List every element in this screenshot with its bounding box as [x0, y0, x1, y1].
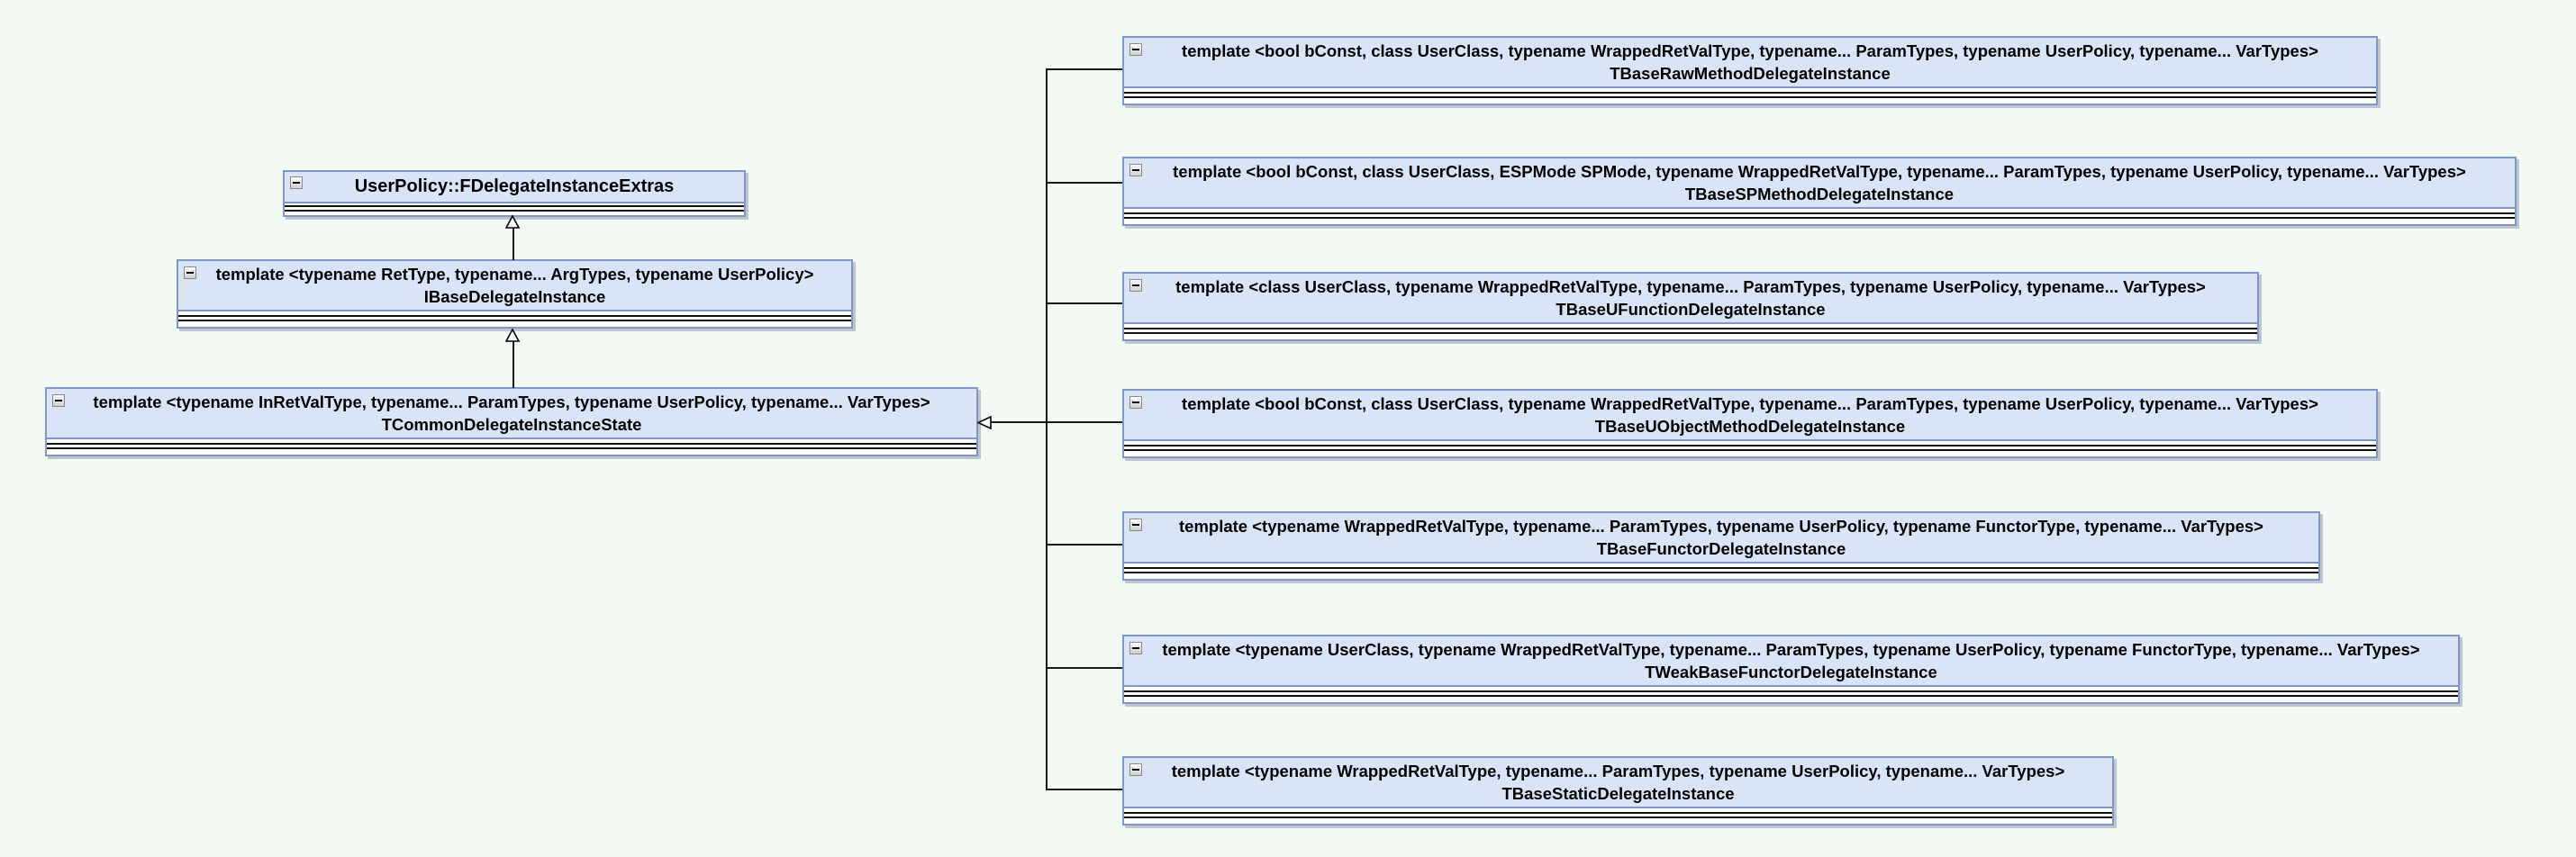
- minus-glyph: [1132, 524, 1139, 526]
- compartment-divider: [1124, 690, 2458, 697]
- edge-line-tcommon-to-ibase: [512, 341, 514, 388]
- collapse-minus-icon[interactable]: [52, 394, 65, 407]
- collapse-minus-icon[interactable]: [1129, 164, 1142, 176]
- minus-glyph: [293, 182, 300, 184]
- minus-glyph: [1132, 284, 1139, 286]
- minus-glyph: [1132, 49, 1139, 50]
- class-name: TCommonDelegateInstanceState: [381, 415, 642, 434]
- edge-stub-rawmethod: [1046, 68, 1122, 70]
- class-name: TBaseFunctorDelegateInstance: [1596, 539, 1846, 558]
- minus-glyph: [1132, 169, 1139, 171]
- compartment-divider: [1124, 92, 2376, 98]
- minus-glyph: [1132, 401, 1139, 403]
- compartment-divider: [1124, 445, 2376, 451]
- class-node-tbasespmethoddelegateinstance[interactable]: template <bool bConst, class UserClass, …: [1122, 157, 2517, 226]
- template-params: template <typename RetType, typename... …: [215, 265, 814, 284]
- compartment-divider: [178, 315, 851, 321]
- collapse-minus-icon[interactable]: [1129, 396, 1142, 409]
- class-name: TBaseUObjectMethodDelegateInstance: [1594, 417, 1906, 436]
- inheritance-arrowhead-up: [505, 329, 520, 342]
- empty-members-compartment: [47, 438, 976, 455]
- class-name: TBaseSPMethodDelegateInstance: [1684, 185, 1955, 203]
- class-node-tbasestaticdelegateinstance[interactable]: template <typename WrappedRetValType, ty…: [1122, 756, 2114, 825]
- collapse-minus-icon[interactable]: [1129, 642, 1142, 654]
- minus-glyph: [186, 272, 194, 274]
- compartment-divider: [47, 443, 976, 449]
- template-params: template <bool bConst, class UserClass, …: [1173, 162, 2466, 181]
- collapse-minus-icon[interactable]: [184, 266, 196, 279]
- class-node-fdelegateinstanceextras[interactable]: UserPolicy::FDelegateInstanceExtras: [283, 170, 746, 217]
- class-node-tcommondelegateinstancestate[interactable]: template <typename InRetValType, typenam…: [45, 387, 978, 456]
- class-name: TWeakBaseFunctorDelegateInstance: [1645, 663, 1937, 681]
- class-name: IBaseDelegateInstance: [423, 287, 606, 306]
- compartment-divider: [285, 205, 744, 212]
- minus-glyph: [1132, 769, 1139, 771]
- template-params: template <bool bConst, class UserClass, …: [1182, 41, 2318, 60]
- collapse-minus-icon[interactable]: [1129, 763, 1142, 776]
- minus-glyph: [1132, 647, 1139, 649]
- empty-members-compartment: [178, 310, 851, 327]
- edge-stub-ufunction: [1046, 302, 1122, 304]
- template-params: template <typename UserClass, typename W…: [1162, 640, 2420, 659]
- compartment-divider: [1124, 328, 2257, 334]
- compartment-divider: [1124, 812, 2112, 818]
- class-name: TBaseUFunctionDelegateInstance: [1556, 300, 1826, 319]
- template-params: template <typename InRetValType, typenam…: [93, 392, 930, 411]
- empty-members-compartment: [1124, 685, 2458, 702]
- edge-stub-static: [1046, 789, 1122, 790]
- collapse-minus-icon[interactable]: [1129, 43, 1142, 56]
- empty-members-compartment: [1124, 322, 2257, 339]
- class-node-tbaseufunctiondelegateinstance[interactable]: template <class UserClass, typename Wrap…: [1122, 272, 2259, 341]
- empty-members-compartment: [1124, 439, 2376, 456]
- empty-members-compartment: [1124, 807, 2112, 824]
- class-node-tweakbasefunctordelegateinstance[interactable]: template <typename UserClass, typename W…: [1122, 635, 2460, 704]
- edge-stub-spmethod: [1046, 182, 1122, 184]
- collapse-minus-icon[interactable]: [290, 176, 303, 189]
- template-params: template <typename WrappedRetValType, ty…: [1171, 762, 2065, 780]
- compartment-divider: [1124, 567, 2318, 573]
- inheritance-arrowhead-up: [505, 215, 520, 229]
- class-name: TBaseRawMethodDelegateInstance: [1610, 64, 1891, 83]
- empty-members-compartment: [285, 202, 744, 215]
- class-node-tbasefunctordelegateinstance[interactable]: template <typename WrappedRetValType, ty…: [1122, 511, 2320, 581]
- class-node-tbaserawmethoddelegateinstance[interactable]: template <bool bConst, class UserClass, …: [1122, 36, 2378, 105]
- edge-stub-functor: [1046, 544, 1122, 546]
- class-node-tbaseuobjectmethoddelegateinstance[interactable]: template <bool bConst, class UserClass, …: [1122, 389, 2378, 458]
- edge-stub-weakfunctor: [1046, 667, 1122, 669]
- minus-glyph: [55, 400, 62, 401]
- empty-members-compartment: [1124, 86, 2376, 104]
- template-params: template <bool bConst, class UserClass, …: [1182, 394, 2318, 413]
- template-params: template <typename WrappedRetValType, ty…: [1179, 517, 2263, 536]
- edge-trunk-vertical: [1046, 68, 1048, 790]
- edge-line-main-to-tcommon: [991, 421, 1122, 423]
- empty-members-compartment: [1124, 207, 2515, 224]
- inheritance-arrowhead-left: [977, 416, 992, 429]
- collapse-minus-icon[interactable]: [1129, 519, 1142, 531]
- template-params: template <class UserClass, typename Wrap…: [1175, 277, 2206, 296]
- empty-members-compartment: [1124, 562, 2318, 579]
- edge-line-ibase-to-extras: [512, 228, 514, 260]
- compartment-divider: [1124, 212, 2515, 219]
- collapse-minus-icon[interactable]: [1129, 279, 1142, 292]
- class-name: UserPolicy::FDelegateInstanceExtras: [354, 176, 675, 196]
- class-node-ibasedelegateinstance[interactable]: template <typename RetType, typename... …: [177, 259, 853, 329]
- class-name: TBaseStaticDelegateInstance: [1501, 784, 1735, 803]
